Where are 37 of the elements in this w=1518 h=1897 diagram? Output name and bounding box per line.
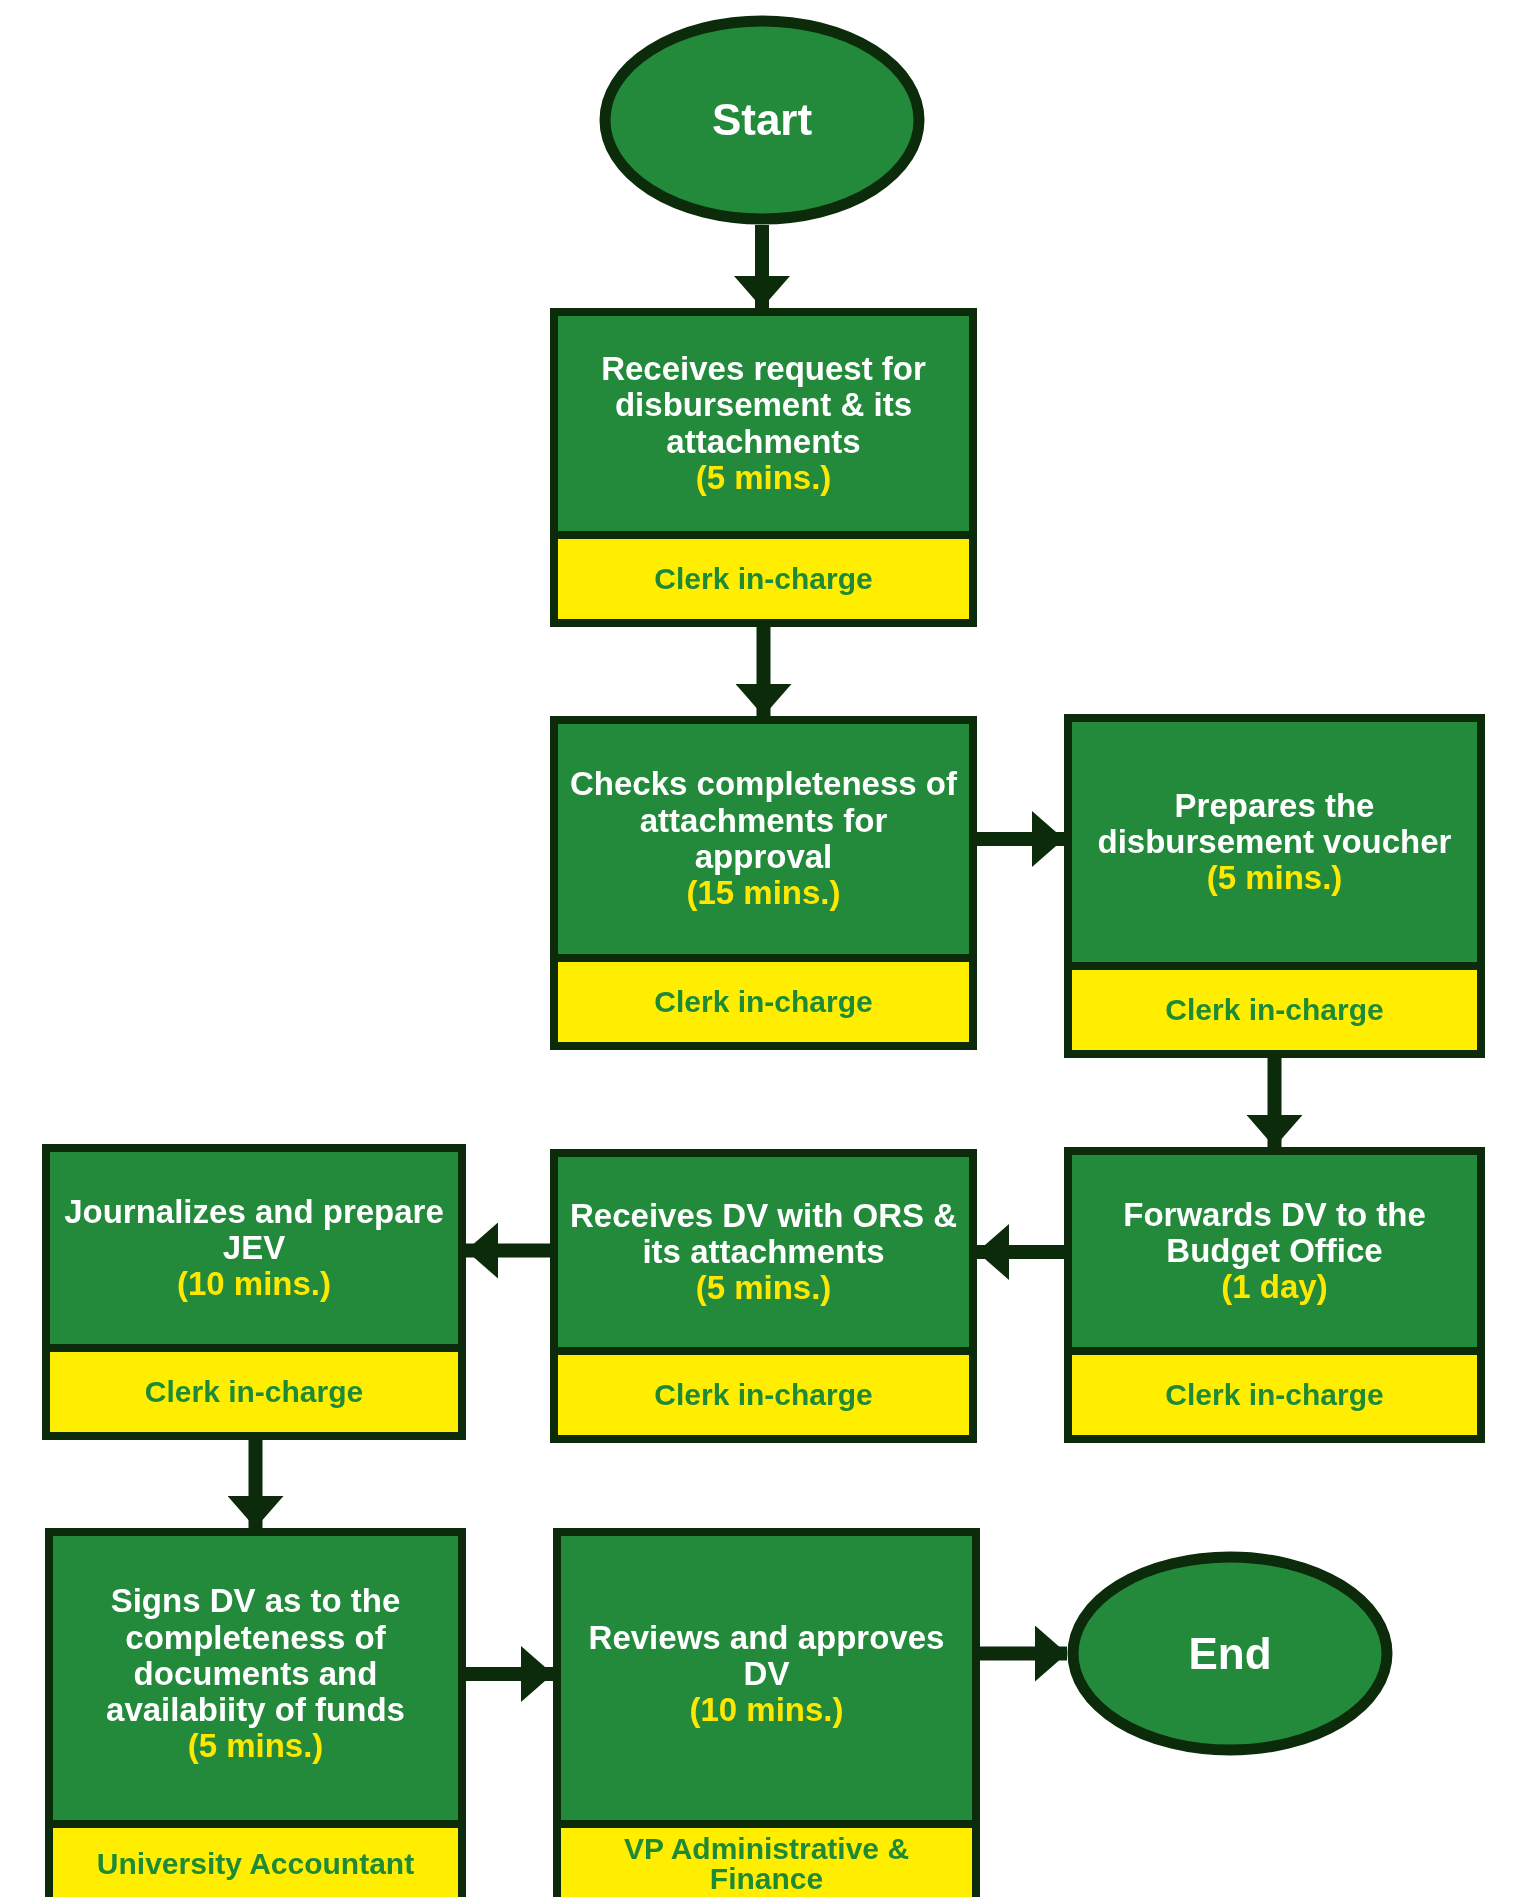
duration-text: (15 mins.) [686,875,841,912]
arrow [1246,1058,1303,1147]
process-box [553,1528,980,1897]
step-text: Receives DV with ORS & its attachments [569,1197,958,1271]
step-text: Checks completeness of attachments for approval [569,766,958,876]
process-box [550,716,977,1050]
arrow [977,1224,1064,1280]
arrow [980,1625,1067,1682]
process-box [1064,714,1485,1058]
duration-text: (5 mins.) [695,1270,832,1307]
terminal-ellipse [599,15,925,225]
step-text: Reviews and approves DV [587,1619,946,1693]
arrow [734,225,790,308]
process-box [45,1528,466,1897]
duration-text: (5 mins.) [187,1728,324,1765]
step-text: Forwards DV to the Budget Office [1122,1196,1427,1270]
duration-text: (10 mins.) [176,1266,331,1303]
arrow [466,1646,553,1702]
process-box [1064,1147,1485,1443]
terminal-text: End [1187,1628,1273,1679]
arrow [735,627,792,716]
duration-text: (5 mins.) [695,459,832,497]
step-text: Receives request for disbursement & its attachments [600,350,927,460]
step-text: Signs DV as to the completeness of documents and availabiity of funds [105,1583,406,1729]
arrow [977,811,1064,867]
process-box [550,308,977,627]
terminal-text: Start [710,95,814,145]
step-text: Journalizes and prepare JEV [63,1193,445,1267]
process-box [42,1144,466,1440]
process-box [550,1149,977,1443]
arrow [227,1440,284,1528]
duration-text: (10 mins.) [689,1692,844,1729]
terminal-ellipse [1067,1551,1393,1756]
duration-text: (1 day) [1221,1269,1328,1306]
arrow [466,1222,550,1279]
step-text: Prepares the disbursement voucher [1096,787,1453,861]
duration-text: (5 mins.) [1206,860,1343,897]
